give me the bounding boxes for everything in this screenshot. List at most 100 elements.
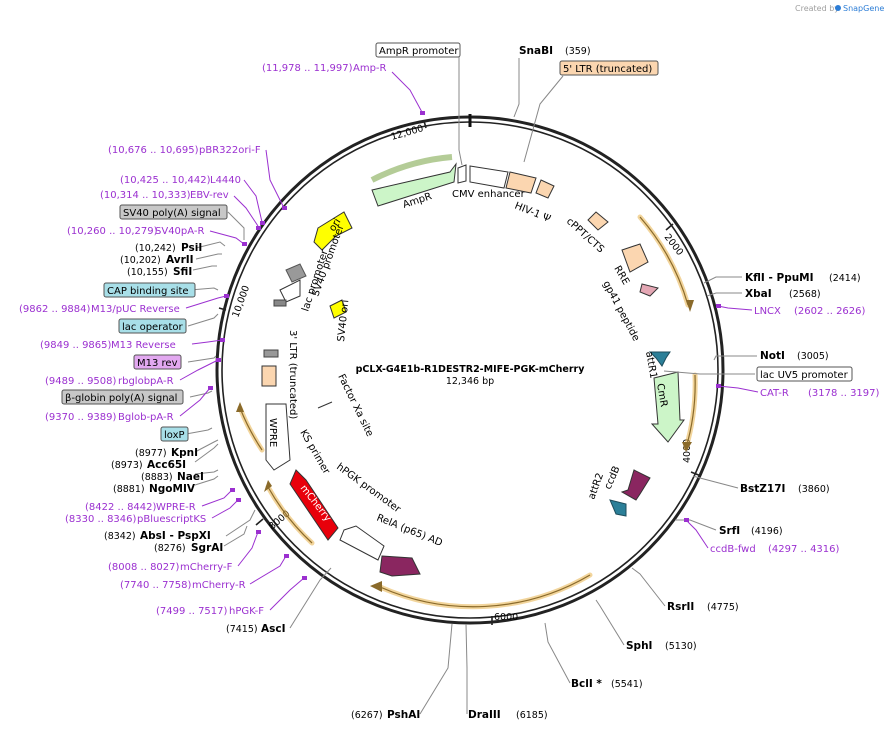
feature-wpre[interactable]: [265, 403, 291, 471]
svg-text:(11,978 .. 11,997): (11,978 .. 11,997): [262, 63, 353, 74]
wpre-label: WPRE: [267, 418, 278, 447]
feature-5ltr-block[interactable]: [505, 171, 537, 194]
feature-ccdb[interactable]: [620, 469, 651, 501]
svg-text:(5541): (5541): [611, 679, 643, 690]
svg-text:rbglobpA-R: rbglobpA-R: [118, 376, 174, 387]
site-sgrai[interactable]: (8276) SgrAI: [154, 542, 223, 554]
primer-l4440[interactable]: (10,425 .. 10,442)L4440: [120, 175, 241, 186]
svg-text:pBluescriptKS: pBluescriptKS: [137, 514, 206, 525]
feature-sv40-ori[interactable]: [329, 299, 347, 319]
primer-mcherry-f[interactable]: (8008 .. 8027)mCherry-F: [108, 562, 233, 573]
feature-attr1[interactable]: [648, 351, 671, 367]
feature-rela[interactable]: [379, 555, 421, 577]
box-m13-rev[interactable]: M13 rev: [133, 354, 182, 370]
primer-bglob-pa-r[interactable]: (9370 .. 9389)Bglob-pA-R: [45, 412, 174, 423]
svg-text:mCherry-R: mCherry-R: [192, 580, 246, 591]
svg-text:SgrAI: SgrAI: [191, 542, 223, 554]
primer-mcherry-r[interactable]: (7740 .. 7758)mCherry-R: [120, 580, 246, 591]
box-5ltr[interactable]: 5' LTR (truncated): [559, 60, 659, 76]
svg-text:(8881): (8881): [113, 484, 145, 495]
primer-ccdb-fwd[interactable]: ccdB-fwd(4297 .. 4316): [710, 544, 840, 555]
feature-ampr[interactable]: [371, 162, 457, 207]
site-snabi[interactable]: SnaBI(359): [519, 45, 591, 57]
site-noti[interactable]: NotI(3005): [760, 350, 829, 362]
box-cap-site[interactable]: CAP binding site: [103, 282, 196, 298]
primer-cat-r[interactable]: CAT-R(3178 .. 3197): [760, 388, 880, 399]
svg-text:(10,425 .. 10,442): (10,425 .. 10,442): [120, 175, 211, 186]
svg-text:AscI: AscI: [261, 623, 286, 635]
feature-gp41[interactable]: [639, 283, 659, 297]
box-loxp[interactable]: loxP: [160, 426, 189, 442]
orf-arrowheads: [236, 300, 694, 592]
svg-text:AbsI - PspXI: AbsI - PspXI: [140, 530, 211, 542]
box-sv40-polya[interactable]: SV40 poly(A) signal: [119, 204, 228, 220]
site-xbai[interactable]: XbaI(2568): [745, 288, 821, 300]
primer-wpre-r[interactable]: (8422 .. 8442)WPRE-R: [85, 502, 196, 513]
plasmid-size: 12,346 bp: [446, 376, 494, 387]
site-sfii[interactable]: (10,155)SfiI: [127, 266, 192, 278]
primer-ebv-rev[interactable]: (10,314 .. 10,333)EBV-rev: [100, 190, 229, 201]
svg-text:DraIII: DraIII: [468, 709, 501, 721]
primer-hpgk-f[interactable]: (7499 .. 7517)hPGK-F: [156, 606, 264, 617]
primer-lncx[interactable]: LNCX(2602 .. 2626): [754, 306, 866, 317]
box-lac-operator[interactable]: lac operator: [118, 318, 187, 334]
factor-xa-marker: [317, 401, 333, 409]
primer-sv40pa-r[interactable]: (10,260 .. 10,279)SV40pA-R: [67, 226, 204, 237]
site-kfli-ppumi[interactable]: KflI - PpuMI(2414): [745, 272, 861, 284]
box-ampr-promoter[interactable]: AmpR promoter: [375, 42, 461, 58]
feature-sv40-promoter[interactable]: [279, 279, 301, 303]
site-avrii[interactable]: (10,202)AvrII: [120, 254, 194, 266]
site-asci[interactable]: (7415)AscI: [226, 623, 286, 635]
svg-text:(359): (359): [565, 46, 591, 57]
svg-text:pBR322ori-F: pBR322ori-F: [199, 145, 261, 156]
box-bglobin-polya[interactable]: β-globin poly(A) signal: [61, 389, 184, 405]
primer-amp-r[interactable]: (11,978 .. 11,997)Amp-R: [262, 63, 387, 74]
primer-rbglobpa-r[interactable]: (9489 .. 9508)rbglobpA-R: [45, 376, 174, 387]
svg-text:(3005): (3005): [797, 351, 829, 362]
svg-text:M13 rev: M13 rev: [137, 358, 178, 369]
svg-text:β-globin poly(A) signal: β-globin poly(A) signal: [65, 393, 177, 404]
site-bstz17i[interactable]: BstZ17I(3860): [740, 483, 830, 495]
site-srfi[interactable]: SrfI(4196): [719, 525, 783, 537]
tick-4000: 4000: [682, 439, 693, 463]
feature-attr2[interactable]: [609, 499, 627, 517]
site-acc65i[interactable]: (8973)Acc65I: [111, 459, 186, 471]
svg-text:(8276): (8276): [154, 543, 186, 554]
feature-cppt[interactable]: [587, 211, 609, 231]
tick-6000: 6000: [494, 612, 518, 623]
feature-hiv-psi[interactable]: [535, 179, 555, 199]
tick-marks: [218, 120, 702, 625]
attr1-label: attR1: [643, 351, 659, 380]
tick-10000: 10,000: [230, 284, 252, 319]
svg-text:M13/pUC Reverse: M13/pUC Reverse: [91, 304, 180, 315]
rela-label: RelA (p65) AD: [375, 513, 444, 550]
svg-text:SrfI: SrfI: [719, 525, 740, 537]
site-bcli[interactable]: BclI *(5541): [571, 678, 643, 690]
site-ngomiv[interactable]: (8881)NgoMIV: [113, 483, 196, 495]
site-absi-pspxi[interactable]: (8342)AbsI - PspXI: [104, 530, 211, 542]
site-rsrii[interactable]: RsrII(4775): [667, 601, 739, 613]
svg-text:hPGK-F: hPGK-F: [229, 606, 264, 617]
site-naei[interactable]: (8883)NaeI: [141, 471, 204, 483]
site-psii[interactable]: (10,242)PsiI: [135, 242, 202, 254]
feature-mcherry[interactable]: [289, 469, 339, 541]
primer-pbluescriptks[interactable]: (8330 .. 8346)pBluescriptKS: [65, 514, 206, 525]
feature-3ltr-block[interactable]: [261, 365, 277, 387]
primer-m13puc-reverse[interactable]: (9862 .. 9884)M13/pUC Reverse: [19, 304, 180, 315]
box-lacuv5[interactable]: lac UV5 promoter: [756, 366, 853, 382]
primer-pbr322ori-f[interactable]: (10,676 .. 10,695)pBR322ori-F: [108, 145, 261, 156]
site-kpni[interactable]: (8977)KpnI: [135, 447, 198, 459]
site-sphi[interactable]: SphI(5130): [626, 640, 697, 652]
hiv-label: HIV-1 Ψ: [513, 201, 552, 225]
primer-m13-reverse[interactable]: (9849 .. 9865)M13 Reverse: [40, 340, 176, 351]
feature-cmr[interactable]: [650, 371, 685, 443]
feature-hpgk-promoter[interactable]: [339, 525, 385, 561]
svg-text:(2602 .. 2626): (2602 .. 2626): [794, 306, 866, 317]
site-pshai[interactable]: (6267)PshAI: [351, 709, 420, 721]
svg-text:(10,314 .. 10,333): (10,314 .. 10,333): [100, 190, 191, 201]
feature-ori[interactable]: [313, 211, 353, 251]
feature-rre[interactable]: [621, 243, 649, 273]
site-draiii[interactable]: DraIII(6185): [468, 709, 548, 721]
feature-cmv-enhancer[interactable]: [469, 165, 509, 189]
cmr-label: CmR: [654, 383, 669, 408]
